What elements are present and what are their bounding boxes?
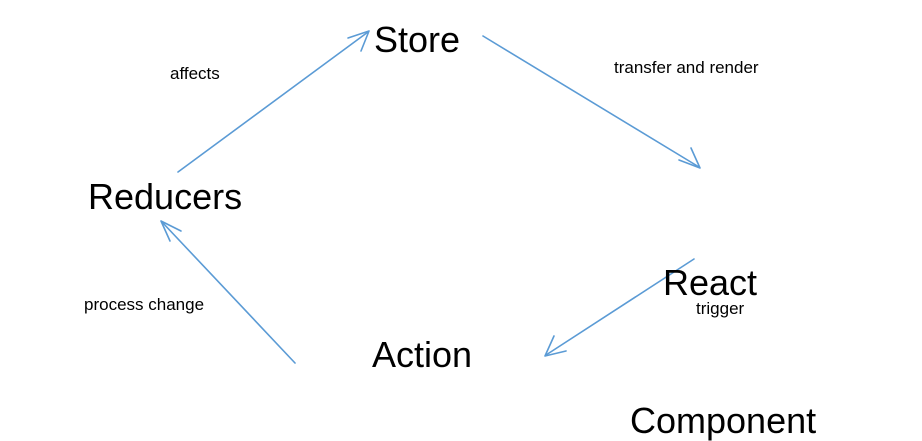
node-react-label-line2: Component <box>630 400 817 441</box>
edge-label-process-change: process change <box>84 295 205 314</box>
arrow-store-to-react <box>482 35 701 169</box>
arrow-action-to-reducers <box>160 220 296 364</box>
edge-label-transfer-and-render: transfer and render <box>614 58 759 77</box>
node-react-label-line1: React <box>662 262 758 303</box>
node-store-label: Store <box>374 19 461 60</box>
edge-label-trigger: trigger <box>696 299 745 318</box>
node-react-component: React Component <box>630 168 817 441</box>
arrow-reducers-to-store <box>177 30 370 173</box>
arrow-react-to-action <box>544 258 695 357</box>
node-reducers-label: Reducers <box>88 176 243 217</box>
node-action-label: Action <box>372 334 473 375</box>
edge-label-affects: affects <box>170 64 220 83</box>
